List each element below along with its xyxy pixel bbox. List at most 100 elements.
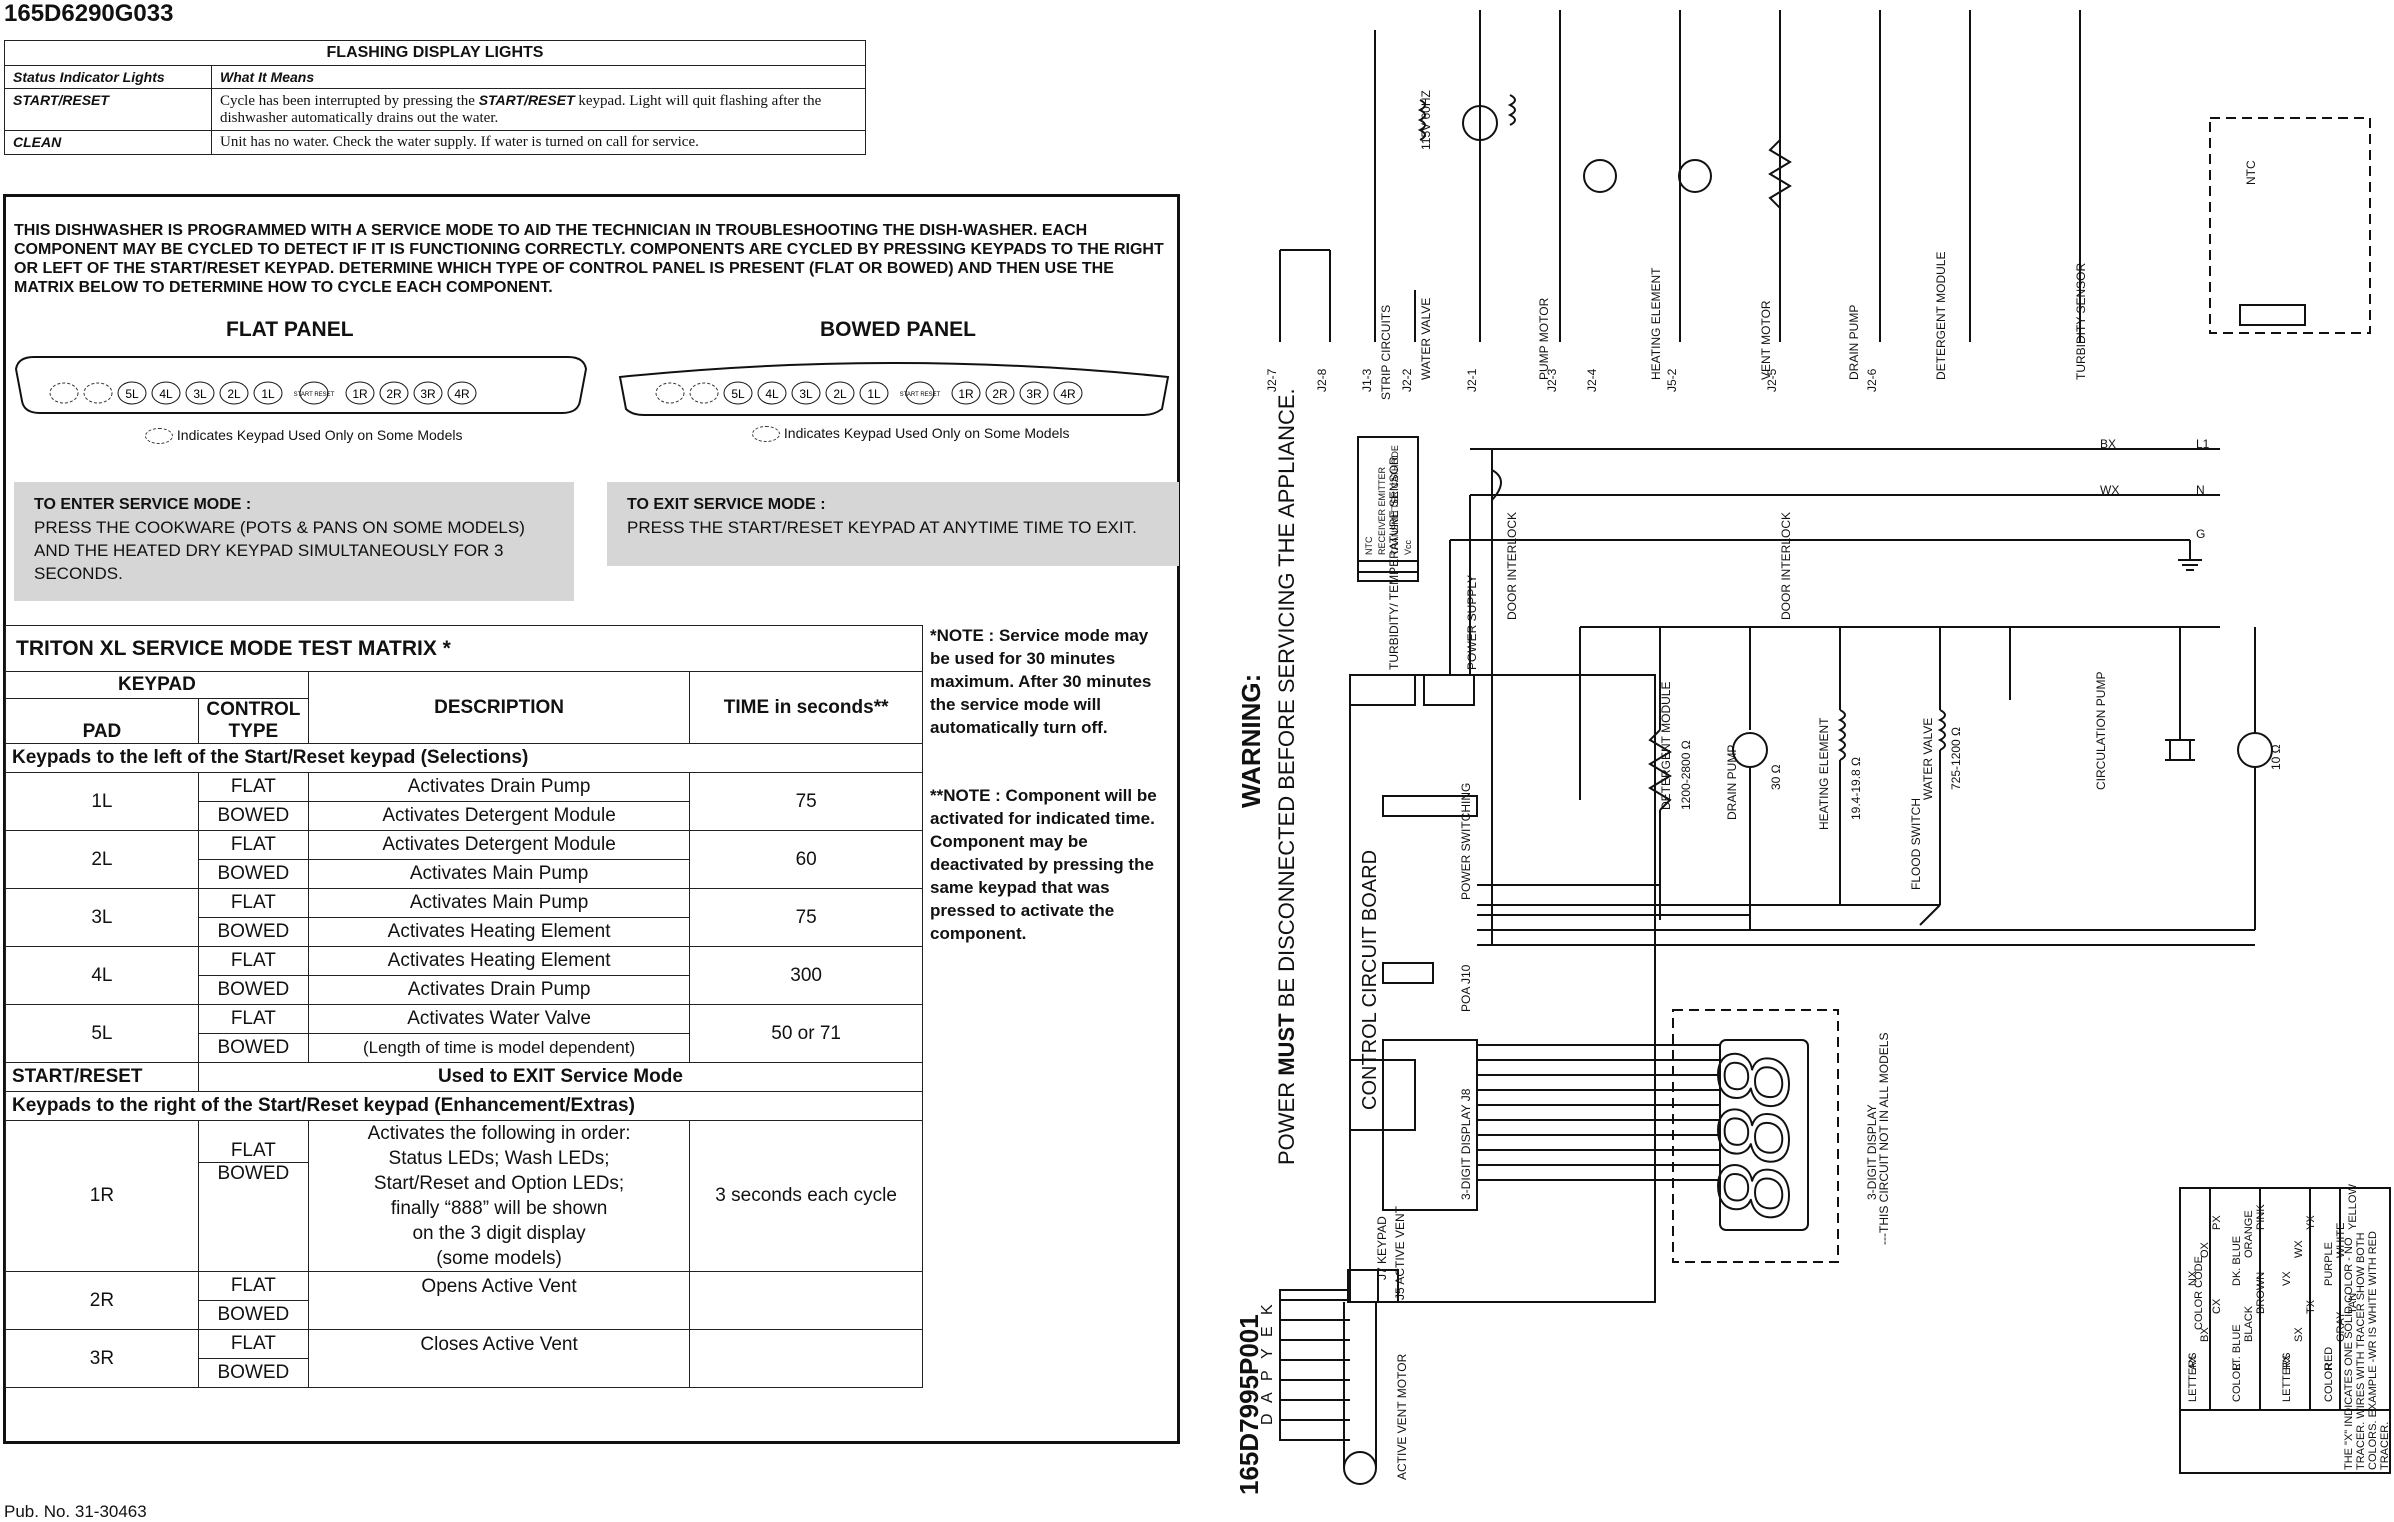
keypad-2l	[219, 381, 249, 405]
turbidity-temp-sensor-label: TURBIDITY/ TEMPERATURE SENSOR	[1387, 456, 1401, 670]
color-code-cell: WHITE	[2335, 1223, 2347, 1258]
flat-panel-title: FLAT PANEL	[226, 318, 354, 341]
desc-1r-line: (some models)	[436, 1248, 562, 1269]
sensor-pin-label: NTC	[1364, 536, 1374, 555]
desc-1r-line: on the 3 digit display	[412, 1223, 586, 1244]
turbidity-sensor-label: TURBIDITY SENSOR	[2074, 263, 2088, 380]
color-code-cell: AX	[2187, 1355, 2199, 1370]
optional-keypad-icon	[83, 382, 113, 404]
control-bowed-3r: BOWED	[197, 1358, 309, 1388]
drain-ohm: 30 Ω	[1769, 764, 1783, 790]
color-code-cell: NX	[2187, 1270, 2199, 1286]
desc-flat: Activates Detergent Module	[307, 830, 691, 860]
line-g: G	[2196, 527, 2205, 541]
keypad-2r	[379, 381, 409, 405]
sensor-pin-label: RECEIVER EMITTER	[1377, 466, 1387, 555]
pad-cell: 4L	[5, 946, 199, 1005]
color-code-cell: LT. BLUE	[2231, 1324, 2243, 1370]
desc-1r-line: Activates the following in order:	[367, 1123, 631, 1144]
keypad-letter: Y	[1259, 1348, 1276, 1359]
color-code-header: COLOR	[2323, 1363, 2335, 1402]
optional-keypad-icon	[655, 382, 685, 404]
connector-label: J1-3	[1360, 368, 1374, 392]
active-vent-j5-label: J5 ACTIVE VENT	[1393, 1205, 1407, 1300]
keypad-4r-label: 4R	[1060, 387, 1076, 401]
keypad-letter: A	[1259, 1392, 1276, 1403]
connector-label: J2-4	[1585, 368, 1599, 392]
keypad-4r	[1053, 381, 1083, 405]
color-code-cell: DK. BLUE	[2231, 1236, 2243, 1286]
color-code-cell: CX	[2211, 1298, 2223, 1314]
time-cell: 75	[689, 888, 923, 947]
color-code-note: THE "X" INDICATES ONE SOLID COLOR - NO	[2343, 1237, 2355, 1470]
connector-label: J2-6	[1865, 368, 1879, 392]
keypad-letter: K	[1259, 1304, 1276, 1315]
control-bowed: BOWED	[197, 1033, 309, 1063]
keypad-header: KEYPAD	[5, 671, 309, 699]
valve-ohm: 725-1200 Ω	[1949, 727, 1963, 790]
meaning-clean: Unit has no water. Check the water suppl…	[211, 130, 866, 155]
detergent-ohm: 1200-2800 Ω	[1679, 740, 1693, 810]
color-code-cell: TAN	[2347, 1293, 2359, 1314]
pad-header: PAD	[5, 698, 199, 744]
keypad-2l-label: 2L	[833, 387, 847, 401]
keypad-2l-label: 2L	[227, 387, 241, 401]
keypad-1l-label: 1L	[867, 387, 881, 401]
color-code-cell: PINK	[2255, 1204, 2267, 1230]
color-code-cell: SX	[2293, 1327, 2305, 1342]
enter-service-mode-box: TO ENTER SERVICE MODE : PRESS THE COOKWA…	[14, 482, 574, 601]
color-code-cell: RX	[2281, 1354, 2293, 1370]
flashing-title: FLASHING DISPLAY LIGHTS	[4, 40, 866, 66]
time-cell: 50 or 71	[689, 1004, 923, 1063]
optional-keypad-icon	[689, 382, 719, 404]
desc-1r-line: Start/Reset and Option LEDs;	[373, 1173, 625, 1194]
keypad-4r	[447, 381, 477, 405]
pump-motor-label: PUMP MOTOR	[1537, 297, 1551, 380]
board-label: CONTROL CIRCUIT BOARD	[1359, 850, 1381, 1110]
keypad-3l-label: 3L	[193, 387, 207, 401]
keypad-2r	[985, 381, 1015, 405]
wiring-schematic: 165D7995P001 WARNING: POWER MUST BE DISC…	[1234, 10, 2391, 1495]
service-mode-panel	[3, 194, 1180, 1444]
heating-element-label: HEATING ELEMENT	[1649, 267, 1663, 380]
vent-motor-label: VENT MOTOR	[1759, 300, 1773, 380]
notes: *NOTE : Service mode may be used for 30 …	[930, 624, 1170, 945]
flashing-lights-table: FLASHING DISPLAY LIGHTS Status Indicator…	[4, 40, 866, 155]
display-note: ---THIS CIRCUIT NOT IN ALL MODELS	[1877, 1033, 1891, 1245]
control-flat-2r: FLAT	[197, 1271, 309, 1301]
color-code-cell: GRAY	[2335, 1311, 2347, 1342]
sensor-pin-label: Vcc	[1403, 539, 1413, 555]
color-code-cell: PURPLE	[2323, 1242, 2335, 1286]
water-valve-load-label: WATER VALVE	[1921, 718, 1935, 800]
desc-bowed: Activates Main Pump	[307, 859, 691, 889]
color-code-cell: BROWN	[2255, 1272, 2267, 1314]
keypad-start-reset-label: START RESET	[900, 392, 941, 398]
control-bowed-1r: BOWED	[197, 1162, 309, 1272]
keypad-1l-label: 1L	[261, 387, 275, 401]
voltage-label: 115V 60HZ	[1419, 90, 1433, 150]
left-keypads-section: Keypads to the left of the Start/Reset k…	[5, 743, 923, 773]
optional-keypad-icon	[49, 382, 79, 404]
exit-mode-text: PRESS THE START/RESET KEYPAD AT ANYTIME …	[627, 518, 1137, 537]
keypad-j7-label: J7 KEYPAD	[1375, 1216, 1389, 1280]
connector-label: J2-2	[1400, 368, 1414, 392]
line-n: N	[2196, 483, 2205, 497]
color-code-cell: PX	[2211, 1215, 2223, 1230]
detergent-module-label: DETERGENT MODULE	[1934, 252, 1948, 380]
start-reset-desc: Used to EXIT Service Mode	[197, 1062, 924, 1092]
warning-title: WARNING:	[1236, 674, 1266, 808]
col-status-header: Status Indicator Lights	[4, 65, 212, 89]
control-bowed: BOWED	[197, 917, 309, 947]
matrix-title: TRITON XL SERVICE MODE TEST MATRIX *	[5, 625, 923, 672]
line-l1: L1	[2196, 437, 2210, 451]
keypad-start-reset	[905, 381, 935, 405]
heating-load-label: HEATING ELEMENT	[1817, 717, 1831, 830]
detergent-module-load-label: DETERGENT MODULE	[1659, 682, 1673, 810]
water-valve-label: WATER VALVE	[1419, 298, 1433, 380]
keypad-5l-label: 5L	[731, 387, 745, 401]
keypad-3r	[1019, 381, 1049, 405]
meaning-start-reset: Cycle has been interrupted by pressing t…	[211, 88, 866, 131]
time-3r	[689, 1329, 923, 1388]
